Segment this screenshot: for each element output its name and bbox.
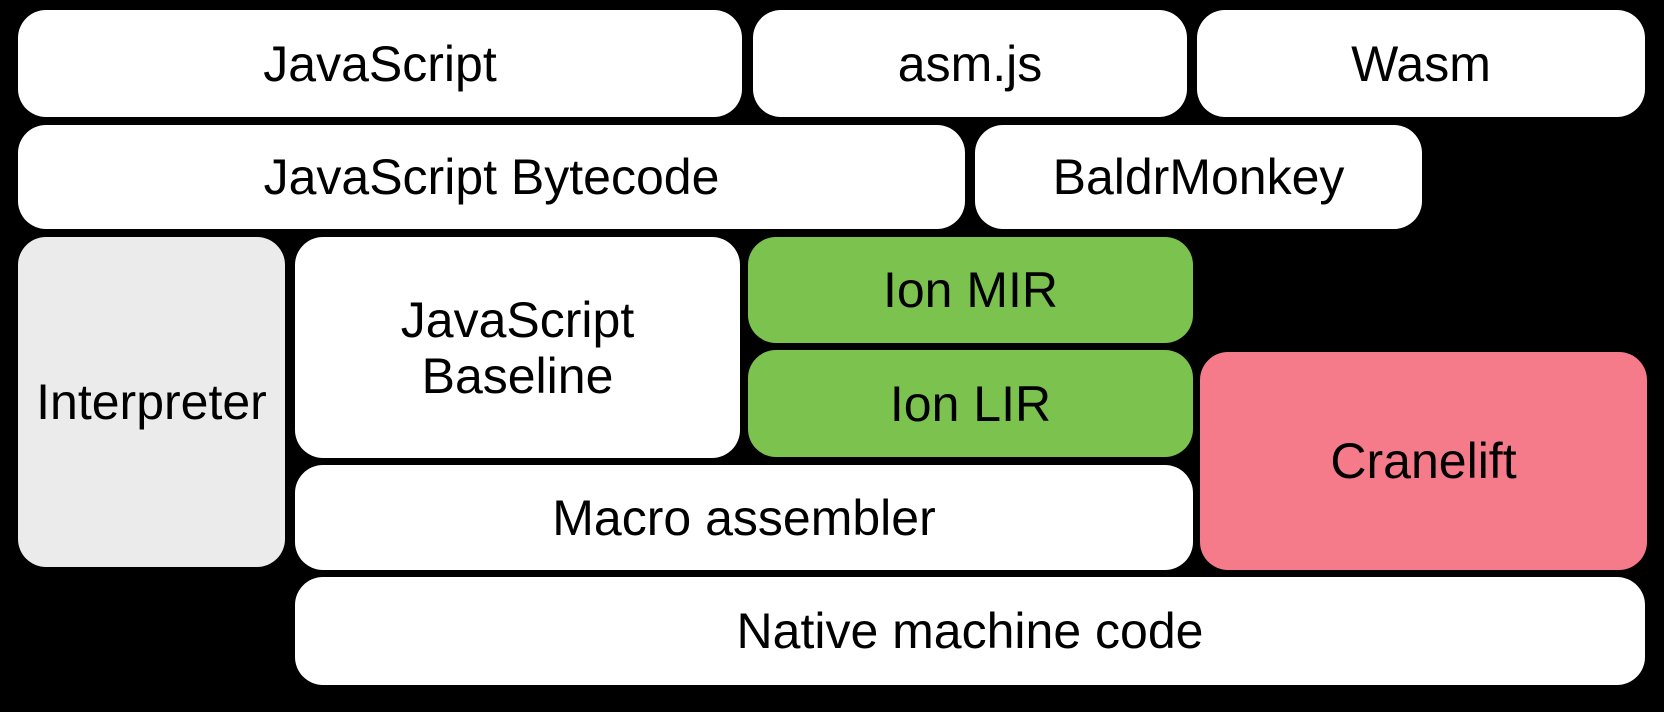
box-javascript-baseline: JavaScript Baseline <box>295 237 740 458</box>
box-macro-assembler-label: Macro assembler <box>552 489 936 546</box>
box-javascript: JavaScript <box>18 10 742 117</box>
box-cranelift-label: Cranelift <box>1330 433 1517 489</box>
box-wasm: Wasm <box>1197 10 1645 117</box>
box-baldrmonkey-label: BaldrMonkey <box>1052 149 1345 205</box>
box-ion-lir: Ion LIR <box>748 350 1193 457</box>
box-native-machine-code: Native machine code <box>295 577 1645 685</box>
box-interpreter: Interpreter <box>18 237 285 567</box>
box-javascript-label: JavaScript <box>263 35 497 92</box>
box-ion-lir-label: Ion LIR <box>889 375 1052 432</box>
box-asmjs-label: asm.js <box>897 35 1043 92</box>
box-ion-mir: Ion MIR <box>748 237 1193 343</box>
box-cranelift: Cranelift <box>1200 352 1647 570</box>
box-asmjs: asm.js <box>753 10 1187 117</box>
box-interpreter-label: Interpreter <box>36 374 267 430</box>
box-baldrmonkey: BaldrMonkey <box>975 125 1422 229</box>
box-javascript-bytecode: JavaScript Bytecode <box>18 125 965 229</box>
box-javascript-bytecode-label: JavaScript Bytecode <box>263 149 720 205</box>
box-wasm-label: Wasm <box>1351 35 1491 92</box>
box-macro-assembler: Macro assembler <box>295 465 1193 570</box>
box-javascript-baseline-label: JavaScript Baseline <box>400 291 635 404</box>
box-ion-mir-label: Ion MIR <box>882 262 1059 318</box>
box-native-machine-code-label: Native machine code <box>736 603 1204 659</box>
